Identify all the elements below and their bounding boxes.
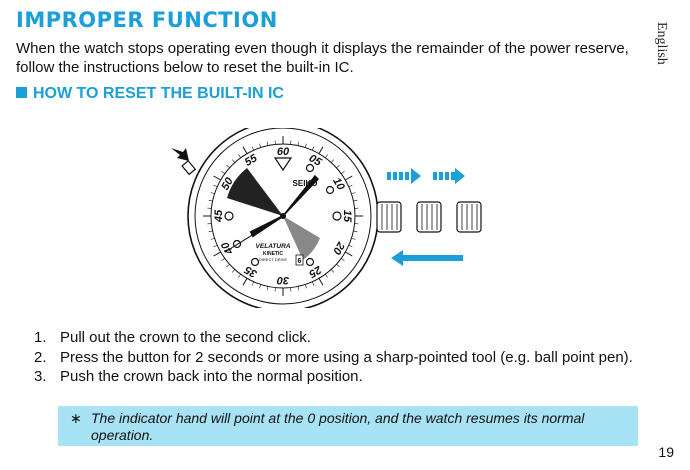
language-label: English — [654, 22, 669, 65]
bezel-number: 15 — [341, 210, 353, 223]
bezel-tick — [353, 230, 358, 233]
intro-paragraph: When the watch stops operating even thou… — [16, 40, 629, 76]
date-sector — [283, 216, 320, 260]
bezel-tick — [312, 146, 315, 151]
bezel-tick — [318, 146, 324, 154]
bezel-tick — [259, 143, 262, 148]
bezel-tick — [312, 281, 315, 286]
watch-brand: SEIKO — [293, 179, 318, 188]
bezel-number: 60 — [277, 146, 290, 158]
bezel-tick — [336, 164, 340, 169]
crown-first-click-icon — [416, 201, 442, 233]
bezel-tick — [213, 245, 218, 248]
watch-sub: DIRECT DRIVE — [259, 257, 287, 262]
bezel-tick — [330, 269, 335, 273]
bezel-tick — [297, 141, 300, 146]
bezel-tick — [231, 159, 236, 163]
bezel-tick — [242, 146, 248, 154]
bezel-tick — [304, 284, 307, 289]
bezel-tick — [348, 245, 353, 248]
button-arrow-icon — [171, 148, 189, 161]
bezel-tick — [210, 192, 215, 195]
bezel-tick — [213, 251, 221, 257]
section-heading: HOW TO RESET THE BUILT-IN IC — [16, 85, 284, 103]
section-heading-text: HOW TO RESET THE BUILT-IN IC — [33, 85, 284, 102]
bezel-tick — [259, 284, 262, 289]
watch-line: KINETIC — [263, 251, 283, 257]
bezel-tick — [208, 199, 213, 202]
pusher-button — [181, 159, 197, 176]
step-text: Pull out the crown to the second click. — [60, 329, 311, 346]
push-back-arrow-icon — [391, 250, 463, 266]
bezel-number: 30 — [276, 274, 289, 286]
step-list: 1. Pull out the crown to the second click… — [34, 328, 644, 387]
bezel-tick — [242, 278, 248, 286]
bezel-tick — [231, 269, 236, 273]
bezel-tick — [351, 192, 356, 195]
bezel-tick — [348, 184, 353, 187]
bezel-tick — [221, 171, 225, 174]
watch-model: VELATURA — [256, 243, 291, 250]
pull-arrow-icon — [387, 168, 421, 184]
bezel-tick — [353, 199, 358, 202]
date-window — [295, 254, 304, 266]
bezel-tick — [251, 281, 254, 286]
bezel-tick — [266, 286, 269, 291]
bezel-tick — [297, 286, 300, 291]
power-reserve-sector — [227, 168, 283, 216]
language-tab: English — [651, 22, 671, 92]
bezel-tick — [226, 164, 230, 169]
bezel-tick — [304, 143, 307, 148]
crown-normal-icon — [376, 201, 402, 233]
crown-second-click-icon — [456, 201, 482, 233]
bezel-ticks — [203, 136, 363, 296]
note-text: The indicator hand will point at the 0 p… — [91, 410, 585, 443]
watch-hands — [224, 174, 320, 253]
note-box: ∗ The indicator hand will point at the 0… — [58, 406, 638, 446]
bezel-tick — [330, 159, 335, 163]
bezel-tick — [345, 251, 353, 257]
page-number: 19 — [658, 444, 674, 460]
logo-emblem-icon — [273, 157, 293, 172]
bezel-tick — [226, 263, 230, 268]
bezel-tick — [318, 278, 324, 286]
bezel-tick — [210, 237, 215, 240]
bezel-tick — [221, 258, 225, 261]
bezel-tick — [251, 146, 254, 151]
pull-arrow-icon — [433, 168, 465, 184]
step-number: 3. — [34, 368, 47, 385]
bezel-tick — [208, 230, 213, 233]
bezel-tick — [336, 263, 340, 268]
step-item: 1. Pull out the crown to the second click… — [34, 328, 644, 348]
step-text: Push the crown back into the normal posi… — [60, 368, 363, 385]
step-number: 2. — [34, 348, 47, 366]
bezel-number: 45 — [213, 209, 225, 223]
bezel-tick — [341, 171, 345, 174]
page-title: IMPROPER FUNCTION — [16, 8, 278, 32]
bezel-tick — [351, 237, 356, 240]
bezel-tick — [238, 154, 241, 158]
hour-markers — [224, 157, 342, 267]
step-item: 2. Press the button for 2 seconds or more… — [34, 348, 644, 368]
bezel-tick — [325, 274, 328, 278]
bezel-tick — [345, 175, 353, 181]
bezel-tick — [325, 154, 328, 158]
heading-square-icon — [16, 87, 27, 98]
step-item: 3. Push the crown back into the normal po… — [34, 367, 644, 387]
step-text: Press the button for 2 seconds or more u… — [60, 348, 633, 366]
bezel-tick — [341, 258, 345, 261]
bezel-tick — [266, 141, 269, 146]
note-asterisk-icon: ∗ — [70, 410, 82, 426]
step-number: 1. — [34, 329, 47, 346]
bezel-tick — [213, 184, 218, 187]
date-digit: 6 — [298, 258, 302, 265]
bezel-tick — [213, 175, 221, 181]
bezel-tick — [238, 274, 241, 278]
